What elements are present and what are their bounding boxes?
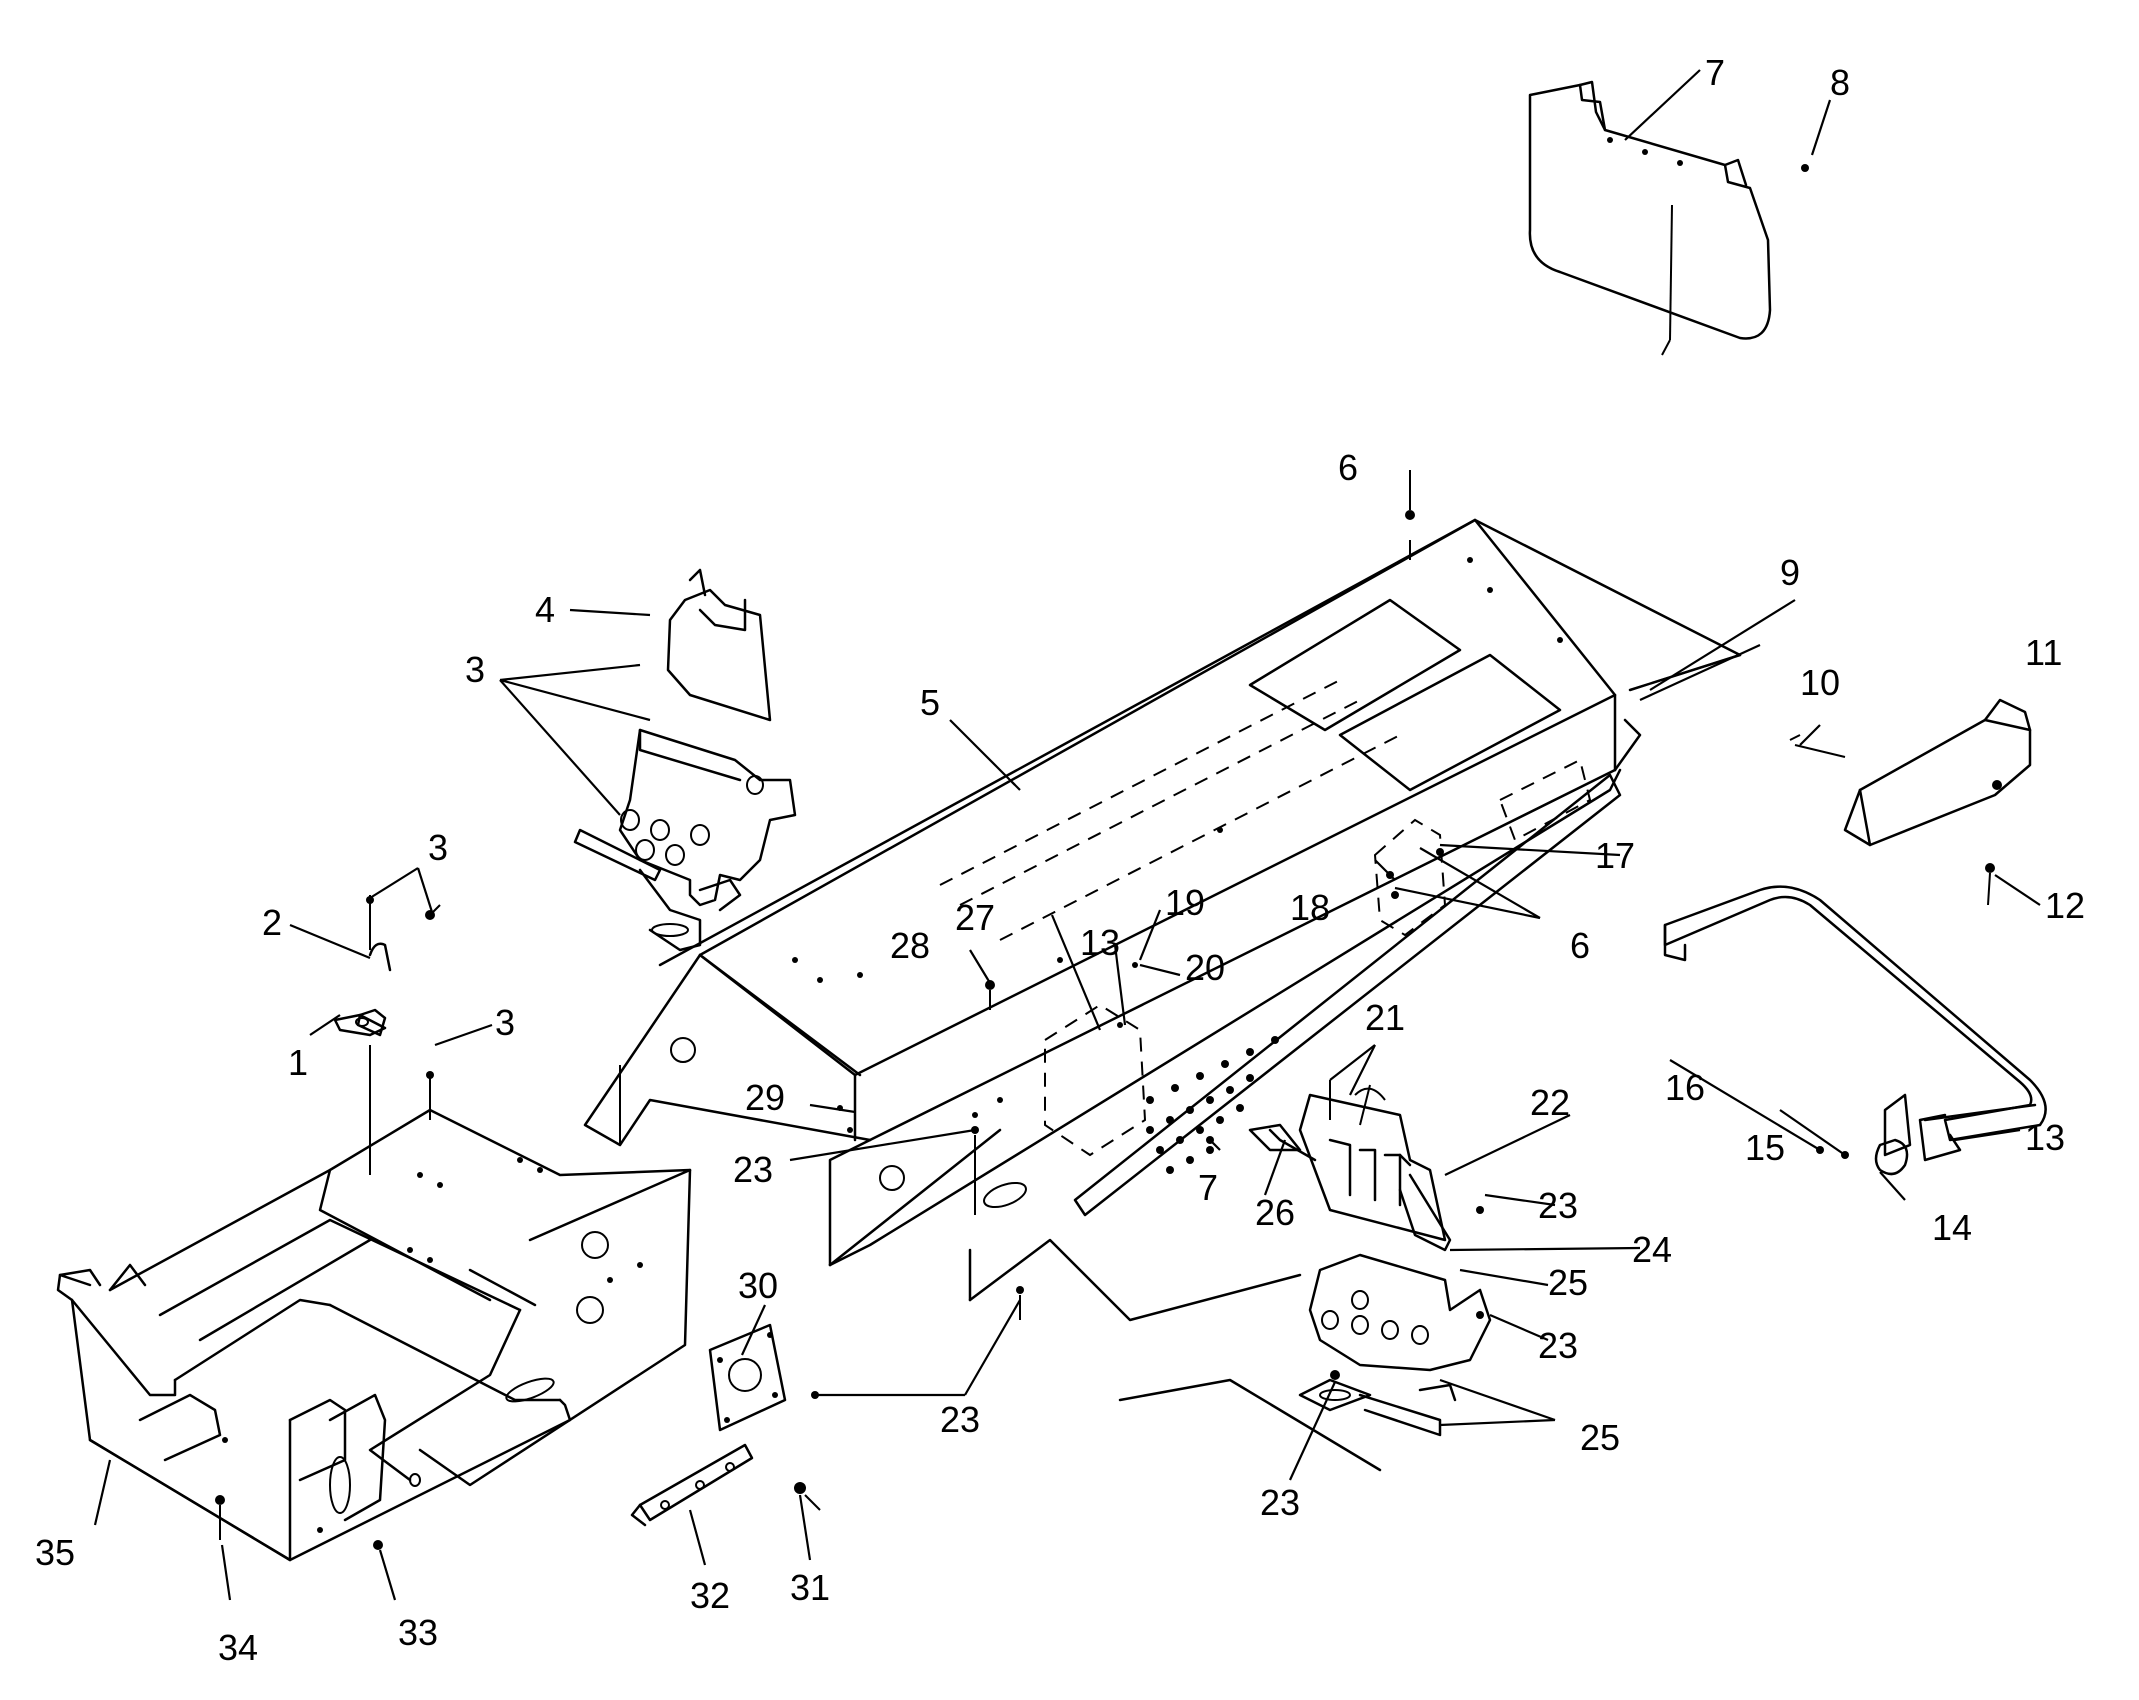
callout-19: 19: [1165, 882, 1205, 923]
callout-13-center: 13: [1080, 922, 1120, 963]
part-flap: [1528, 80, 1772, 356]
callout-33: 33: [398, 1612, 438, 1653]
callout-6-right: 6: [1570, 925, 1590, 966]
callout-25-b: 25: [1580, 1417, 1620, 1458]
callout-27: 27: [955, 897, 995, 938]
callout-7-top: 7: [1705, 52, 1725, 93]
callout-7-center: 7: [1198, 1167, 1218, 1208]
callout-5: 5: [920, 682, 940, 723]
callout-30: 30: [738, 1265, 778, 1306]
part-small-brackets: [333, 895, 441, 1175]
callout-24: 24: [1632, 1229, 1672, 1270]
callout-13-right: 13: [2025, 1117, 2065, 1158]
callout-3-bracket: 3: [465, 649, 485, 690]
callout-3-upper: 3: [428, 827, 448, 868]
callout-34: 34: [218, 1627, 258, 1668]
callout-35: 35: [35, 1532, 75, 1573]
callout-2: 2: [262, 902, 282, 943]
part-front-chassis: [56, 1108, 692, 1562]
callout-1: 1: [288, 1042, 308, 1083]
callout-16: 16: [1665, 1067, 1705, 1108]
part-rear-bumper: [1663, 885, 2047, 1176]
callout-14: 14: [1932, 1207, 1972, 1248]
callout-21: 21: [1365, 997, 1405, 1038]
callout-18: 18: [1290, 887, 1330, 928]
callout-11: 11: [2025, 632, 2062, 673]
leader-lines: [93, 69, 2041, 1601]
callout-10: 10: [1800, 662, 1840, 703]
callout-9: 9: [1780, 552, 1800, 593]
callout-29: 29: [745, 1077, 785, 1118]
callout-22: 22: [1530, 1082, 1570, 1123]
callout-4: 4: [535, 589, 555, 630]
part-support-bar: [630, 1443, 821, 1527]
callout-23-c: 23: [1538, 1325, 1578, 1366]
callout-23-a: 23: [733, 1149, 773, 1190]
callout-6-top: 6: [1338, 447, 1358, 488]
part-bearing-plate: [708, 1323, 787, 1432]
callout-31: 31: [790, 1567, 830, 1608]
callout-26: 26: [1255, 1192, 1295, 1233]
callout-28: 28: [890, 925, 930, 966]
callout-3-lower: 3: [495, 1002, 515, 1043]
callout-15: 15: [1745, 1127, 1785, 1168]
part-rear-brackets: [1248, 1080, 1492, 1437]
fasteners: [215, 164, 1995, 1550]
part-tunnel: [583, 518, 1742, 1472]
callout-17: 17: [1595, 835, 1635, 876]
callout-32: 32: [690, 1575, 730, 1616]
callout-23-b: 23: [1538, 1185, 1578, 1226]
callout-23-e: 23: [1260, 1482, 1300, 1523]
callout-23-d: 23: [940, 1399, 980, 1440]
part-rear-cover: [1843, 698, 2032, 847]
callout-25-a: 25: [1548, 1262, 1588, 1303]
perforation-grid: [1146, 1036, 1279, 1174]
callout-8: 8: [1830, 62, 1850, 103]
part-steering-bracket: [573, 568, 797, 952]
callout-20: 20: [1185, 947, 1225, 988]
callout-labels: 7 8 6 9 4 3 5 10 11 3 17 2 18 19 12 28 2…: [35, 52, 2085, 1668]
callout-12: 12: [2045, 885, 2085, 926]
